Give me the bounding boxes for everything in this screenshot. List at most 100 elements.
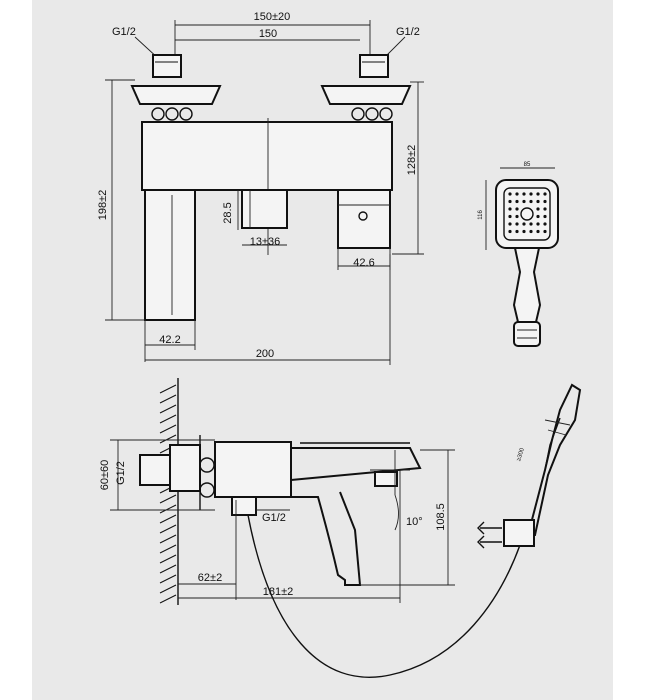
nozzle-dot (543, 222, 547, 226)
label-side-vertical: 60±60 (99, 460, 111, 491)
nozzle-dot (536, 199, 540, 204)
nozzle-dot (536, 222, 540, 226)
shower-hose-nut (513, 321, 541, 347)
label-side-thread: G1/2 (115, 461, 127, 485)
hatch-line (159, 504, 177, 514)
side-hand-shower (526, 383, 582, 536)
label-centers-range: 150±20 (254, 11, 291, 23)
label-base-width: 42.2 (159, 334, 180, 346)
nozzle-dot (515, 222, 519, 226)
mixer-body (141, 121, 393, 191)
hatch-line (159, 404, 177, 414)
hatch-line (159, 594, 177, 604)
nozzle-dot (543, 229, 547, 234)
right-escutcheon (320, 85, 412, 105)
spout-outlet (241, 189, 288, 229)
shower-hose (247, 514, 521, 678)
hatch-line (159, 544, 177, 554)
hatch-line (159, 584, 177, 594)
diverter-knob (358, 211, 368, 221)
nozzle-dot (508, 192, 512, 196)
nozzle-dot (522, 229, 526, 234)
label-spout-height: 28.5 (222, 202, 234, 223)
label-total-width: 200 (256, 348, 274, 360)
center-nozzle (520, 207, 534, 221)
nozzle-dot (522, 192, 526, 196)
nozzle-dot (508, 207, 512, 211)
hatch-line (159, 514, 177, 524)
right-inlet-nut (359, 54, 389, 78)
nozzle-dot (508, 222, 512, 226)
diverter-outlet (337, 189, 391, 249)
nozzle-dot (529, 229, 533, 234)
nozzle-dot (543, 199, 547, 204)
hatch-line (159, 494, 177, 504)
shower-holder (503, 519, 535, 547)
nozzle-grid (508, 192, 547, 234)
hatch-line (159, 384, 177, 394)
nozzle-dot (529, 192, 533, 196)
holder-screw-bottom (477, 535, 502, 549)
lever-handle (144, 189, 196, 321)
nozzle-dot (508, 214, 512, 219)
side-escutcheon (169, 444, 201, 492)
nozzle-dot (543, 192, 547, 196)
hatch-line (159, 414, 177, 424)
nozzle-dot (508, 199, 512, 204)
wall-hatching (159, 384, 177, 604)
hatch-line (159, 534, 177, 544)
side-view: 10° 60±60 G1/2 108.5 G1/2 62±2 181±2 (99, 378, 582, 678)
left-inlet-nut (152, 54, 182, 78)
side-outlet-nut (231, 496, 257, 516)
label-hose-length: ≥300 (516, 447, 526, 462)
side-diverter (374, 471, 398, 487)
nozzle-dot (515, 199, 519, 204)
label-height-outlet: 128±2 (406, 145, 418, 176)
label-thread-right: G1/2 (396, 26, 420, 38)
label-outlet-width: 42.6 (353, 257, 374, 269)
hatch-line (159, 524, 177, 534)
hatch-line (159, 554, 177, 564)
label-centers-nominal: 150 (259, 28, 277, 40)
nozzle-dot (543, 214, 547, 219)
side-inlet-nut (139, 454, 171, 486)
label-height-total: 198±2 (97, 190, 109, 221)
nozzle-dot (515, 229, 519, 234)
nozzle-dot (543, 207, 547, 211)
holder-screw-top (477, 521, 502, 535)
front-view: 150±20 150 G1/2 G1/2 (97, 11, 424, 365)
hatch-line (159, 434, 177, 444)
right-eccentric (351, 107, 393, 121)
side-spout (291, 491, 362, 586)
nozzle-dot (529, 222, 533, 226)
side-body (214, 441, 292, 498)
nozzle-dot (522, 199, 526, 204)
label-spout-width: 13±36 (250, 236, 281, 248)
label-thread-left: G1/2 (112, 26, 136, 38)
left-escutcheon (130, 85, 222, 105)
shower-handle (512, 247, 542, 323)
drawing-sheet (32, 0, 613, 700)
label-side-height: 108.5 (435, 503, 447, 531)
side-lever (290, 447, 422, 481)
label-projection: 181±2 (263, 586, 294, 598)
label-handshower-width: 85 (524, 162, 531, 168)
nozzle-dot (536, 207, 540, 211)
hatch-line (159, 394, 177, 404)
nozzle-dot (508, 229, 512, 234)
nozzle-dot (536, 214, 540, 219)
hatch-line (159, 424, 177, 434)
nozzle-dot (536, 192, 540, 196)
left-eccentric (151, 107, 193, 121)
nozzle-dot (529, 199, 533, 204)
nozzle-dot (515, 214, 519, 219)
label-wall-offset: 62±2 (198, 572, 222, 584)
label-angle: 10° (406, 516, 423, 528)
hatch-line (159, 564, 177, 574)
label-handshower-height: 116 (478, 210, 484, 220)
hand-shower-view: 85 116 (478, 162, 559, 347)
nozzle-dot (515, 207, 519, 211)
nozzle-dot (522, 222, 526, 226)
nozzle-dot (536, 229, 540, 234)
